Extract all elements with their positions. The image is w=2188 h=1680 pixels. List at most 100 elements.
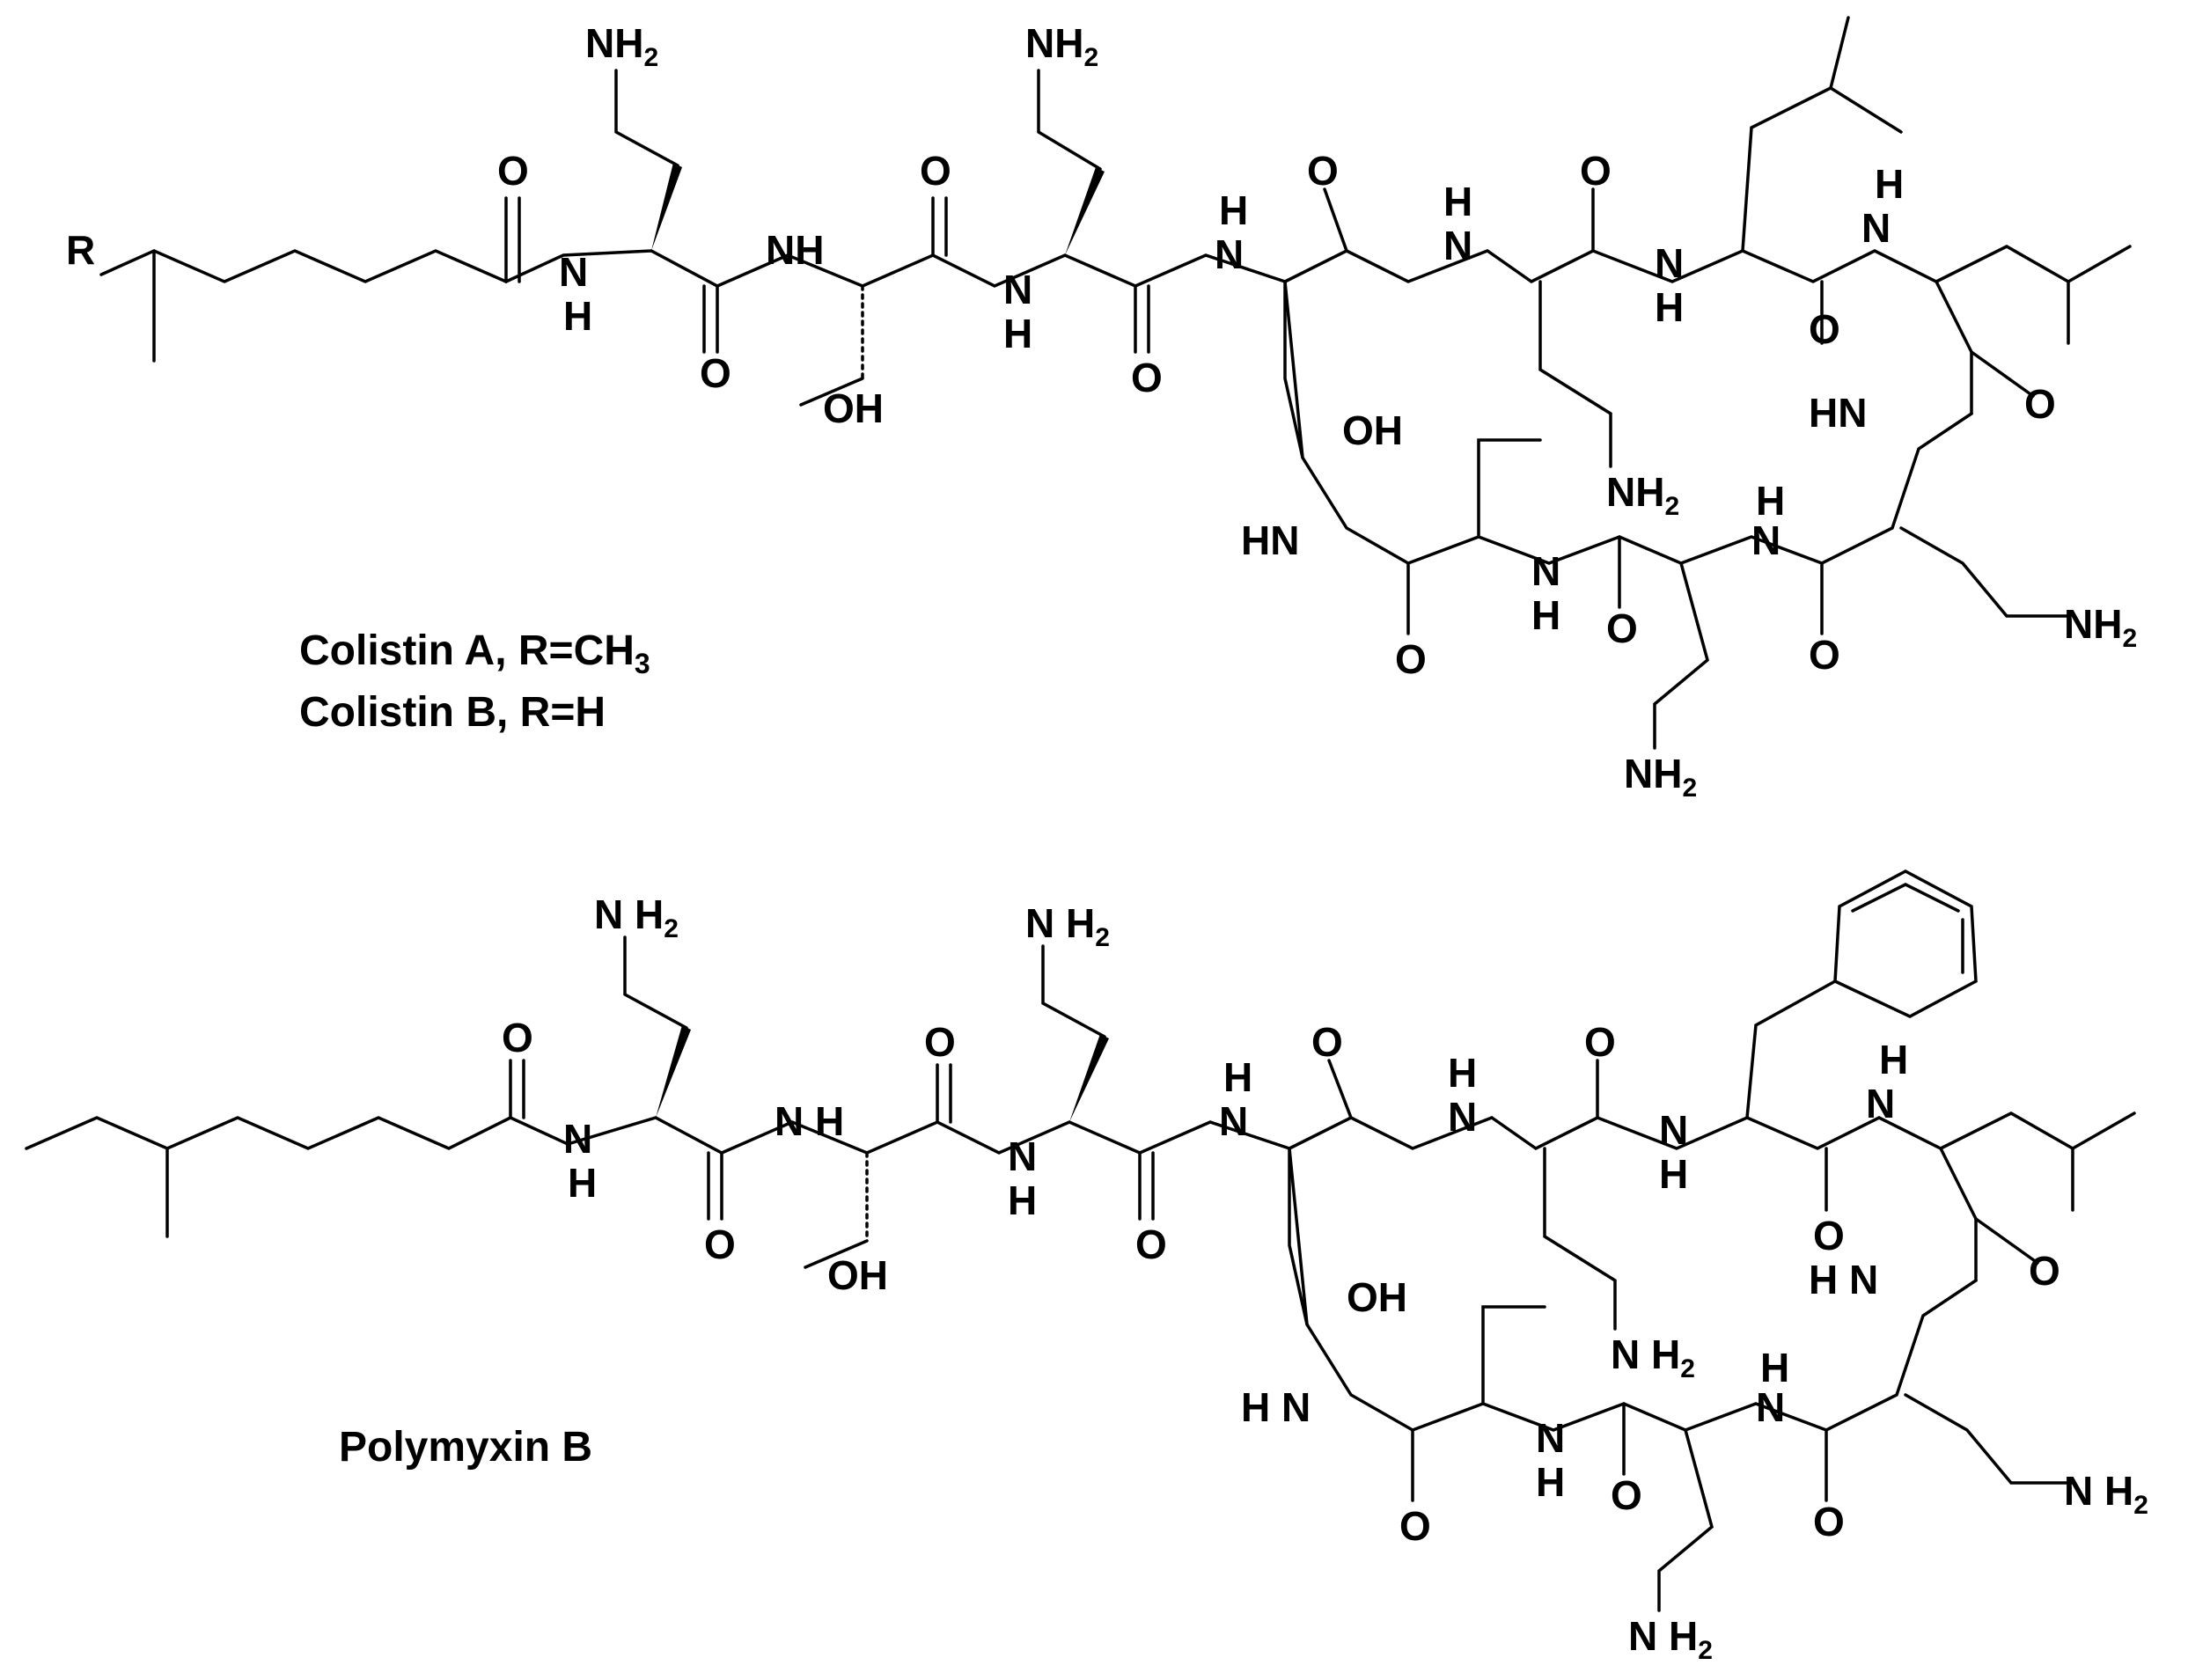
amide-h-label: H xyxy=(1536,1459,1565,1505)
hydroxyl-label: OH xyxy=(1347,1274,1407,1320)
amide-n-label: N xyxy=(1219,1098,1248,1144)
benzene-ring xyxy=(1833,869,1978,1018)
dab8-side-chain xyxy=(1899,526,2070,618)
dab3-wedge xyxy=(1065,167,1105,255)
colistin-structure: NH2 NH2 R O N H O NH O OH N H O H N O H … xyxy=(66,16,2137,803)
amide-h-label: H xyxy=(1756,478,1785,524)
amide-h-label: H xyxy=(568,1160,597,1206)
amide-n-label: N xyxy=(1008,1133,1037,1179)
amide-h-label: H xyxy=(1655,284,1684,330)
amide-hn-label: H N xyxy=(1809,1257,1878,1302)
colistin-ring-top xyxy=(1283,249,1973,415)
amine-dab8-label: N H2 xyxy=(2064,1468,2148,1520)
amide-h-label: H xyxy=(1219,187,1248,233)
dab3-side-chain xyxy=(1041,944,1106,1038)
ring-carbonyl-4 xyxy=(1974,1217,2039,1265)
oxygen-label: O xyxy=(1131,355,1163,400)
dab9-side-chain xyxy=(1657,1428,1714,1612)
amide-n-label: N xyxy=(1655,240,1684,286)
polymyxin-backbone-linear xyxy=(509,1116,1291,1155)
amide-h-label: H xyxy=(1003,311,1032,356)
oxygen-label: O xyxy=(1135,1221,1167,1267)
polymyxin-b-structure: N H2 N H2 O N H O N H O OH N H O H N O H… xyxy=(25,869,2148,1665)
caption-colistin-b: Colistin B, R=H xyxy=(299,689,606,736)
amide-hn-label: HN xyxy=(1241,517,1299,563)
ring-thr-side-chain xyxy=(1477,438,1542,539)
amine-dab3-label: NH2 xyxy=(1025,20,1098,72)
dab1-side-chain xyxy=(623,935,688,1030)
dab3-wedge xyxy=(1069,1034,1109,1122)
oxygen-label: O xyxy=(920,148,951,194)
amine-dab8-label: NH2 xyxy=(2064,601,2137,653)
oxygen-label: O xyxy=(1606,605,1638,651)
oxygen-label: O xyxy=(1307,148,1339,194)
amine-dab5-label: N H2 xyxy=(1611,1332,1695,1383)
amide-n-label: N xyxy=(1443,223,1472,268)
d-phe-side-chain xyxy=(1745,979,1837,1119)
amide-n-label: N xyxy=(563,1116,592,1162)
fatty-acyl-chain xyxy=(25,1116,512,1150)
oxygen-label: O xyxy=(502,1015,533,1060)
d-leu-side-chain xyxy=(1741,16,1850,253)
amine-dab1-label: NH2 xyxy=(585,20,658,72)
colistin-backbone-linear xyxy=(504,249,1287,288)
amide-n-label: N xyxy=(1003,267,1032,312)
ring-thr-side-chain xyxy=(1481,1305,1546,1405)
amide-n-label: N xyxy=(559,249,588,295)
oxygen-label: O xyxy=(1395,636,1427,682)
d-leu-branch xyxy=(1829,86,1903,134)
amide-h-label: H xyxy=(1879,1037,1908,1082)
amide-h-label: H xyxy=(1760,1345,1789,1390)
hydroxyl-label: OH xyxy=(1342,407,1403,453)
ring-carbonyl-1 xyxy=(1327,1059,1353,1119)
amide-h-label: H xyxy=(1659,1151,1688,1197)
amide-h-label: H xyxy=(1531,592,1560,638)
oxygen-label: O xyxy=(2029,1248,2060,1294)
oxygen-label: O xyxy=(1809,632,1840,678)
hydroxyl-label: OH xyxy=(823,385,884,431)
amide-h-label: H xyxy=(1875,161,1904,207)
dab9-side-chain xyxy=(1653,561,1709,750)
caption-colistin-a: Colistin A, R=CH3 xyxy=(299,627,650,679)
dab5-side-chain xyxy=(1538,280,1612,468)
ring-carbonyl-1 xyxy=(1323,187,1348,253)
amide-n-label: N xyxy=(1861,205,1891,251)
amide-n-label: N xyxy=(1866,1081,1895,1126)
l-leu-side-chain xyxy=(1939,1111,2074,1212)
l-leu-branch xyxy=(2067,245,2132,283)
l-leu-branch xyxy=(2071,1111,2136,1150)
l-leu-side-chain xyxy=(1935,245,2070,345)
amide-hn-label: H N xyxy=(1241,1384,1311,1430)
amine-dab1-label: N H2 xyxy=(594,891,679,943)
amine-dab5-label: NH2 xyxy=(1606,469,1679,521)
dab4-linker xyxy=(1288,1147,1309,1326)
dab1-side-chain xyxy=(614,69,679,167)
oxygen-label: O xyxy=(1813,1213,1845,1258)
amide-n-label: N xyxy=(1751,517,1781,563)
oxygen-label: O xyxy=(497,148,529,194)
dab1-wedge xyxy=(656,1025,691,1118)
caption-polymyxin-b: Polymyxin B xyxy=(339,1424,592,1471)
amide-h-label: H xyxy=(1223,1054,1252,1100)
oxygen-label: O xyxy=(1611,1472,1642,1518)
oxygen-label: O xyxy=(704,1221,736,1267)
dab1-wedge xyxy=(651,163,682,251)
amide-n-label: N xyxy=(1215,231,1244,277)
oxygen-label: O xyxy=(1809,306,1840,352)
amine-dab3-label: N H2 xyxy=(1025,900,1110,952)
oxygen-label: O xyxy=(1584,1019,1616,1065)
oxygen-label: O xyxy=(924,1019,956,1065)
oxygen-label: O xyxy=(1813,1499,1845,1544)
thr-methyl xyxy=(804,1239,869,1269)
amide-n-label: N xyxy=(1659,1107,1688,1153)
amide-h-label: H xyxy=(1443,179,1472,224)
hydroxyl-label: OH xyxy=(827,1252,888,1298)
amide-h-label: H xyxy=(563,293,592,339)
thr-methyl xyxy=(799,377,864,407)
amide-nh-label: N H xyxy=(775,1098,844,1144)
dab4-linker xyxy=(1283,280,1304,459)
amide-h-label: H xyxy=(1448,1050,1477,1096)
benzene-inner-bond xyxy=(1851,883,1960,913)
dab8-side-chain xyxy=(1904,1393,2074,1485)
